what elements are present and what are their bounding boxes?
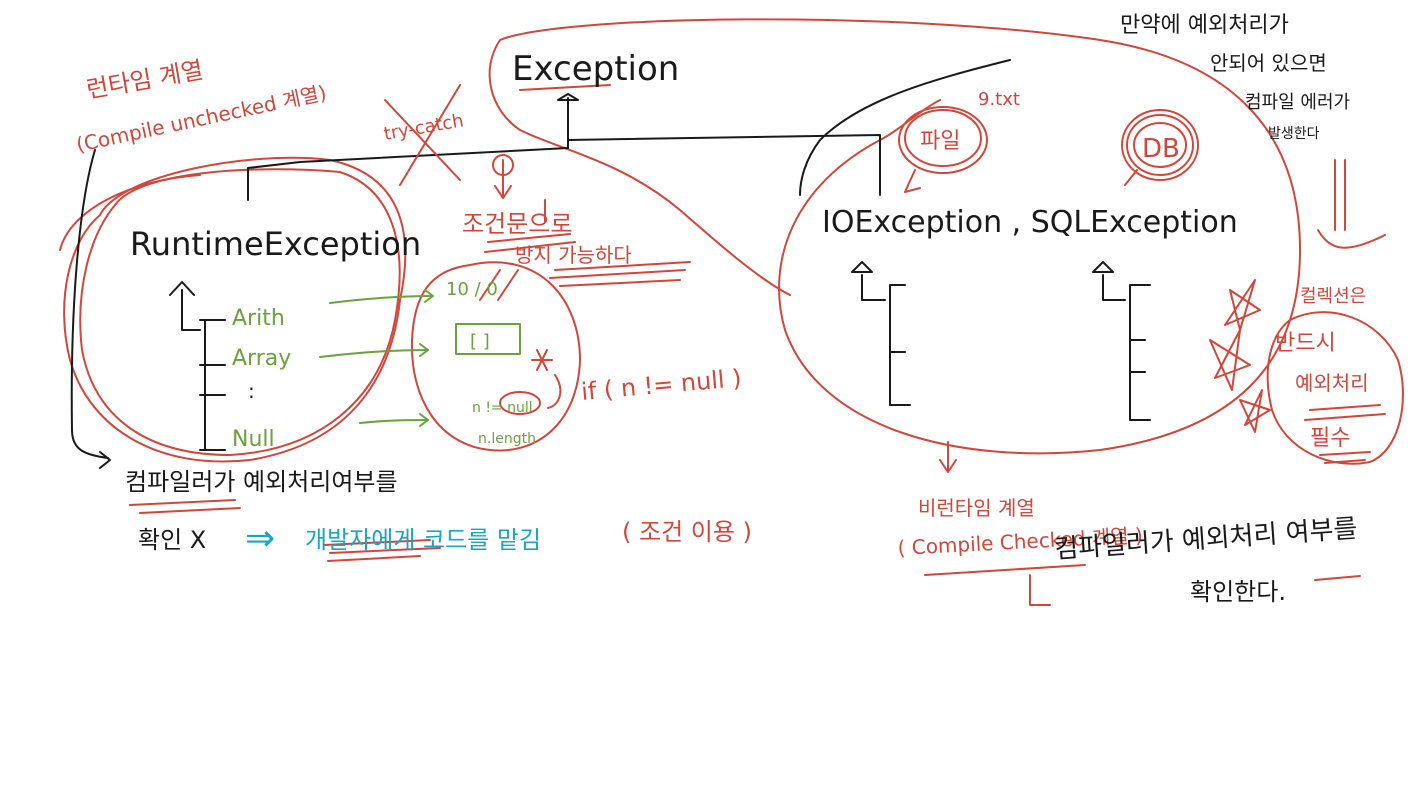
cond-item-length: n.length bbox=[478, 431, 536, 447]
green-arrows bbox=[319, 289, 521, 427]
if-condition: if ( n != null ) bbox=[580, 364, 743, 406]
note-line2: 확인 X bbox=[138, 526, 206, 554]
child-array: Array bbox=[232, 346, 291, 371]
right-heading-ko: 비런타임 계열 bbox=[918, 496, 1035, 520]
tag-note: 9.txt bbox=[978, 89, 1020, 110]
db-label: DB bbox=[1142, 134, 1180, 164]
child-dots: : bbox=[248, 379, 255, 403]
side-note-2: 반드시 bbox=[1275, 331, 1336, 356]
child-null: Null bbox=[232, 427, 275, 452]
hierarchy-connectors bbox=[70, 59, 1151, 469]
exception-title: Exception bbox=[512, 49, 679, 89]
top-note-2: 안되어 있으면 bbox=[1210, 51, 1327, 75]
side-note-1: 컬렉션은 bbox=[1300, 286, 1366, 307]
top-note-4: 발생한다 bbox=[1268, 126, 1320, 142]
note-line3: 개발자에게 코드를 맡김 bbox=[305, 526, 541, 554]
cond-item-null: n != null bbox=[472, 400, 533, 416]
side-note-3: 예외처리 bbox=[1295, 371, 1369, 395]
note-line4: ( 조건 이용 ) bbox=[622, 518, 752, 546]
red-marks bbox=[384, 84, 1386, 606]
note-line1: 컴파일러가 예외처리여부를 bbox=[125, 468, 398, 496]
left-heading-ko: 런타임 계열 bbox=[84, 56, 205, 104]
footer-line2: 확인한다. bbox=[1190, 578, 1286, 606]
note-arrow: ⇒ bbox=[245, 518, 275, 559]
struck-try-catch: try-catch bbox=[382, 110, 465, 145]
child-arith: Arith bbox=[232, 306, 285, 331]
checked-loop bbox=[488, 18, 1301, 455]
cond-item-bracket: [ ] bbox=[470, 331, 490, 352]
underlines bbox=[129, 84, 1386, 576]
file-label: 파일 bbox=[920, 129, 960, 154]
top-note-3: 컴파일 에러가 bbox=[1245, 92, 1350, 113]
runtime-exception-label: RuntimeException bbox=[130, 225, 421, 263]
side-note-loop bbox=[1266, 311, 1404, 465]
left-runtime-loop bbox=[59, 156, 407, 463]
side-note-4: 필수 bbox=[1310, 426, 1350, 451]
cond-item-div: 10 / 0 bbox=[446, 279, 498, 300]
prevent-label: 방지 가능하다 bbox=[515, 243, 632, 267]
footer-line1: 컴파일러가 예외처리 여부를 bbox=[1053, 514, 1358, 565]
checked-exceptions: IOException , SQLException bbox=[822, 205, 1238, 240]
condition-oval bbox=[410, 261, 581, 452]
condition-label: 조건문으로 bbox=[462, 210, 572, 238]
top-note-1: 만약에 예외처리가 bbox=[1120, 13, 1289, 38]
